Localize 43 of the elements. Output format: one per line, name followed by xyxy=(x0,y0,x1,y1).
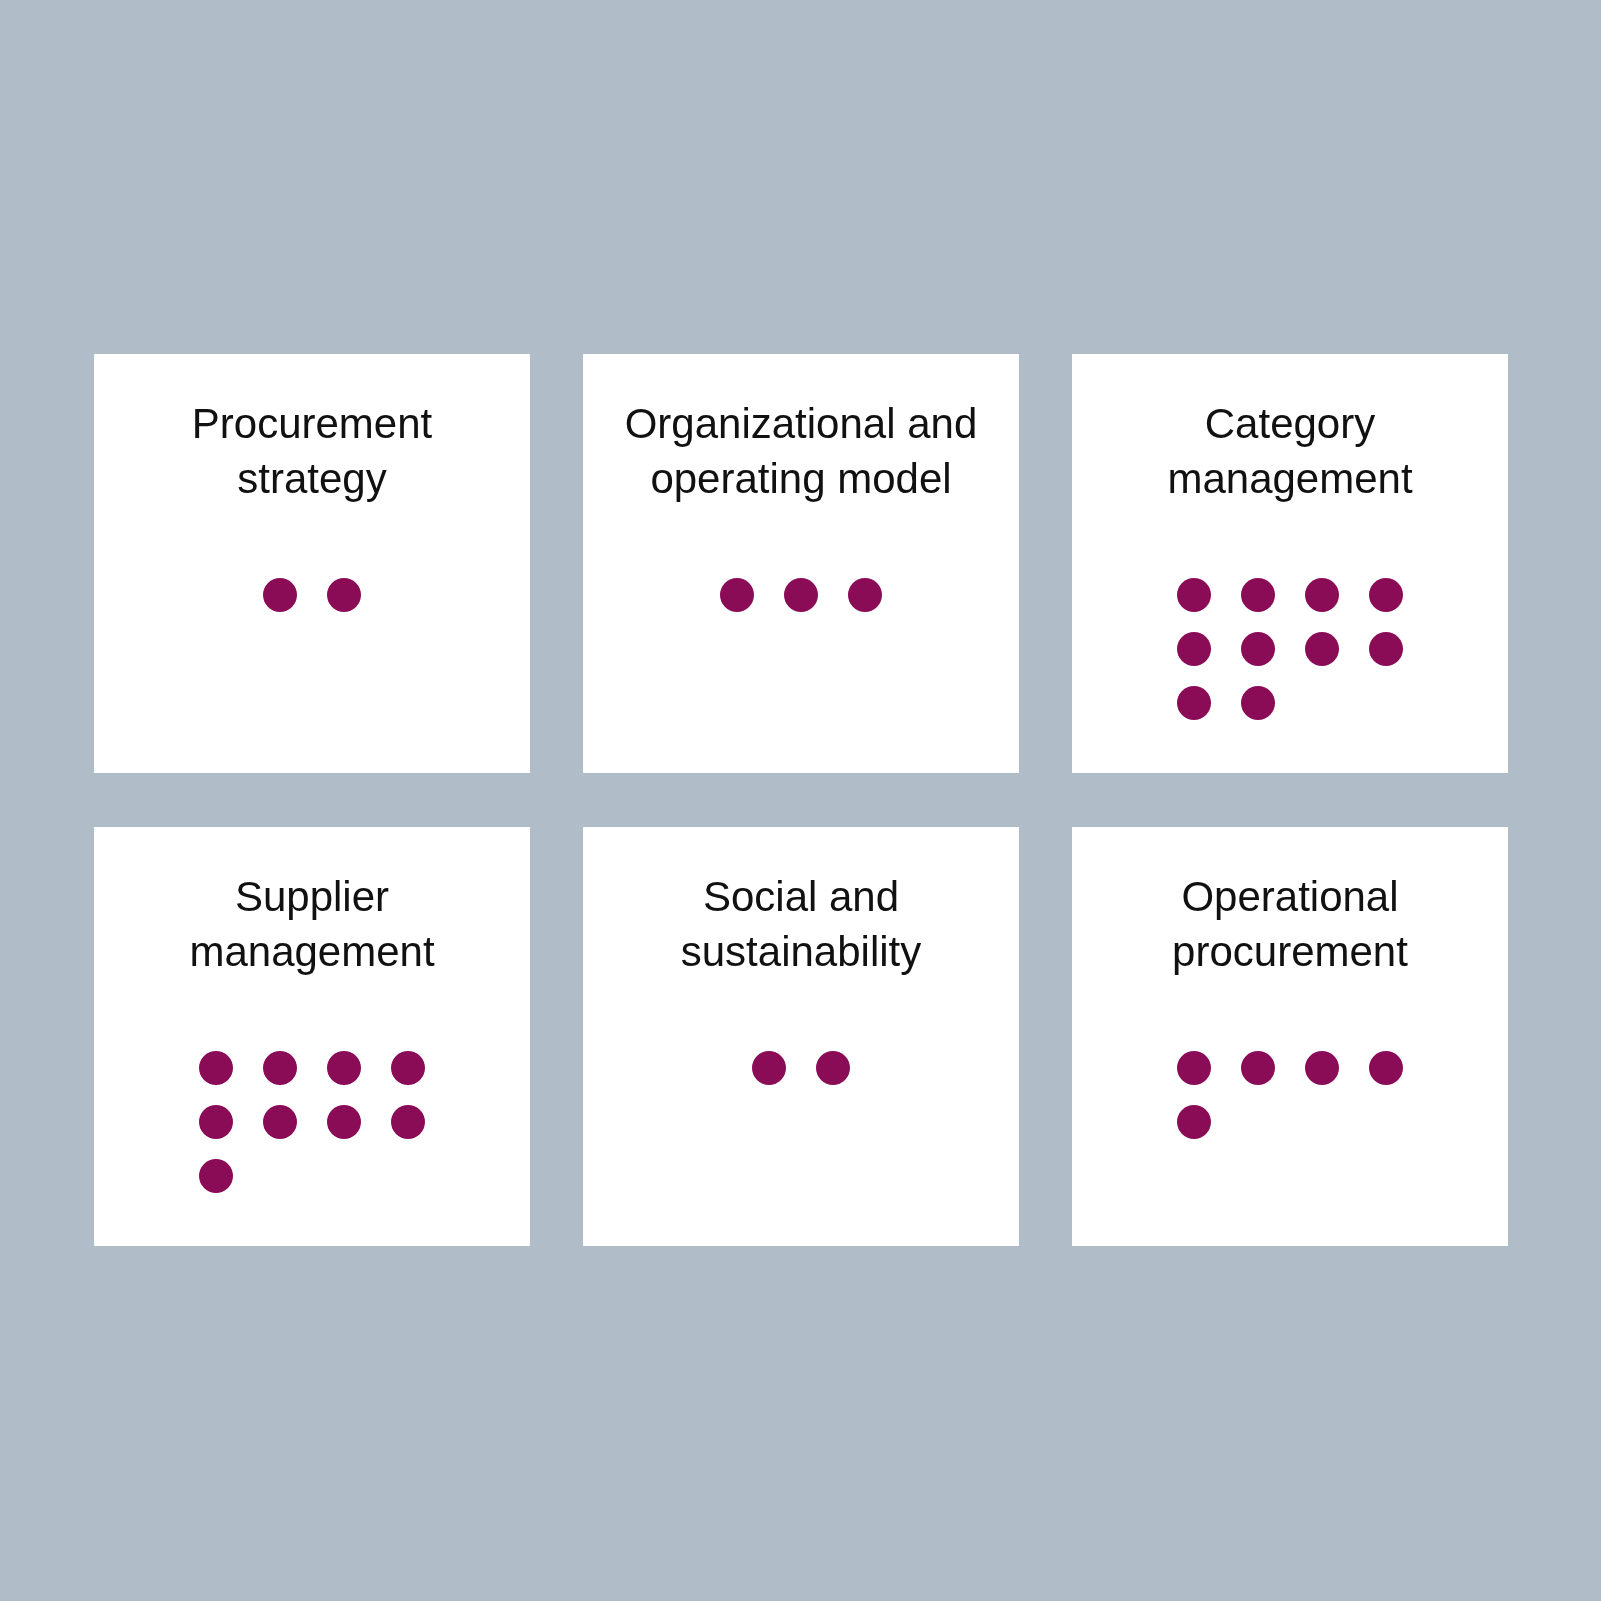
card xyxy=(583,827,1019,1246)
card-title: Supplier management xyxy=(188,872,436,977)
dot xyxy=(1241,632,1275,666)
dot xyxy=(391,1105,425,1139)
dot xyxy=(816,1051,850,1085)
dot xyxy=(1369,1051,1403,1085)
card xyxy=(94,354,530,773)
dot xyxy=(263,1051,297,1085)
dot xyxy=(1241,1051,1275,1085)
dot xyxy=(199,1159,233,1193)
dot xyxy=(1177,578,1211,612)
dot xyxy=(1305,578,1339,612)
dot xyxy=(327,1105,361,1139)
dot xyxy=(263,1105,297,1139)
dot xyxy=(1305,1051,1339,1085)
card-title: Category management xyxy=(1166,399,1414,504)
card-title: Social and sustainability xyxy=(679,872,923,977)
dot xyxy=(1177,1105,1211,1139)
dot xyxy=(784,578,818,612)
card xyxy=(94,827,530,1246)
dot xyxy=(199,1051,233,1085)
dot xyxy=(327,1051,361,1085)
dot xyxy=(1369,632,1403,666)
dot xyxy=(1177,686,1211,720)
card xyxy=(583,354,1019,773)
dot xyxy=(1177,1051,1211,1085)
card-title: Procurement strategy xyxy=(190,399,434,504)
card xyxy=(1072,827,1508,1246)
dot xyxy=(1369,578,1403,612)
card xyxy=(1072,354,1508,773)
card-title: Operational procurement xyxy=(1171,872,1409,977)
dot xyxy=(848,578,882,612)
dot xyxy=(327,578,361,612)
dot xyxy=(199,1105,233,1139)
dot xyxy=(1177,632,1211,666)
dot xyxy=(1241,686,1275,720)
dot xyxy=(391,1051,425,1085)
card-title: Organizational and operating model xyxy=(623,399,979,504)
dot xyxy=(720,578,754,612)
dot xyxy=(752,1051,786,1085)
dot xyxy=(1241,578,1275,612)
dot xyxy=(263,578,297,612)
dot xyxy=(1305,632,1339,666)
